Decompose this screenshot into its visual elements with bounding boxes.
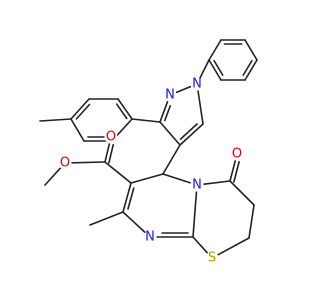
bond-c17-o18 — [71, 161, 106, 164]
atom-symbol: N — [192, 178, 202, 193]
bond-c4-c6 — [162, 144, 181, 175]
bond-n1-n2 — [175, 85, 192, 94]
bond-ph6-n1 — [199, 59, 210, 79]
atom-label-background — [190, 77, 204, 91]
atom-symbol: O — [106, 130, 116, 145]
atom-label-background — [190, 178, 204, 192]
atom-symbol: N — [192, 77, 202, 92]
nitrogen-label-pyrazole-2: N — [163, 88, 177, 103]
bond-c6-c7 — [130, 173, 164, 184]
atom-symbol: N — [165, 88, 175, 103]
oxygen-label-ester-carbonyl: O — [104, 130, 118, 145]
bond-c17-o19-second — [108, 143, 115, 164]
bond-c9-me9 — [89, 211, 124, 226]
bond-t4-me — [39, 118, 72, 122]
atom-label-background — [143, 230, 157, 244]
bond-t4-t5 — [70, 118, 85, 142]
bond-c15-n8 — [203, 180, 231, 185]
bond-t3-t4 — [70, 98, 90, 120]
bond-c4-c5-inner — [179, 123, 198, 140]
molecule-canvas: N N N N S O O O — [39, 39, 258, 266]
bond-o18-me20 — [44, 167, 62, 186]
bond-ph6-ph1 — [208, 39, 222, 61]
bond-c3-t1 — [131, 118, 161, 123]
oxygen-label-ketone: O — [230, 147, 244, 162]
bond-c4-c5 — [179, 123, 204, 146]
nitrogen-label-bridge: N — [190, 178, 204, 193]
bond-c17-o19 — [104, 143, 111, 163]
oxygen-label-ester-ether: O — [58, 156, 72, 171]
bond-c15-o16 — [229, 159, 237, 182]
bond-ph2-ph3 — [244, 39, 258, 61]
bond-c7-c17 — [104, 161, 132, 184]
bond-s12-c13 — [217, 237, 250, 256]
bond-c13-c14 — [248, 204, 255, 239]
atom-label-background — [230, 147, 244, 161]
bond-c15-o16-second — [233, 160, 240, 183]
atom-symbol: S — [208, 251, 216, 266]
bond-c5-n1 — [197, 90, 204, 125]
bond-t1-t2-inner — [115, 103, 128, 120]
bond-layer — [39, 39, 258, 256]
atom-label-background — [104, 130, 118, 144]
nitrogen-label-pyrimidine: N — [143, 230, 157, 245]
bond-ph5-ph6-inner — [213, 59, 224, 76]
bond-c7-c9-inner — [127, 187, 135, 210]
atom-label-layer: N N N N S O O O — [58, 77, 244, 266]
bond-ph3-ph4 — [244, 59, 258, 81]
bond-c7-c9 — [122, 182, 132, 213]
bond-c14-c15 — [229, 180, 255, 206]
atom-symbol: O — [60, 156, 70, 171]
bond-c11-n8 — [192, 191, 198, 238]
bond-t3-t4-inner — [75, 103, 91, 120]
bond-c11-s12 — [192, 236, 209, 254]
atom-label-background — [205, 251, 219, 265]
bond-n2-c3 — [159, 100, 169, 123]
bond-c9-n10 — [122, 211, 146, 234]
bond-c3-c4 — [159, 121, 181, 146]
bond-t1-t2 — [117, 98, 133, 120]
bond-n2-c3-inner — [164, 105, 172, 122]
atom-label-background — [58, 156, 72, 170]
molecule-structure: N N N N S O O O — [39, 39, 258, 266]
atom-symbol: O — [232, 147, 242, 162]
bond-c6-n8 — [162, 173, 192, 184]
atom-label-background — [163, 88, 177, 102]
bond-ph5-ph6 — [208, 59, 222, 81]
bond-ph3-ph4-inner — [242, 59, 253, 76]
nitrogen-label-pyrazole-1: N — [190, 77, 204, 92]
sulfur-label: S — [205, 251, 219, 266]
atom-symbol: N — [145, 230, 155, 245]
